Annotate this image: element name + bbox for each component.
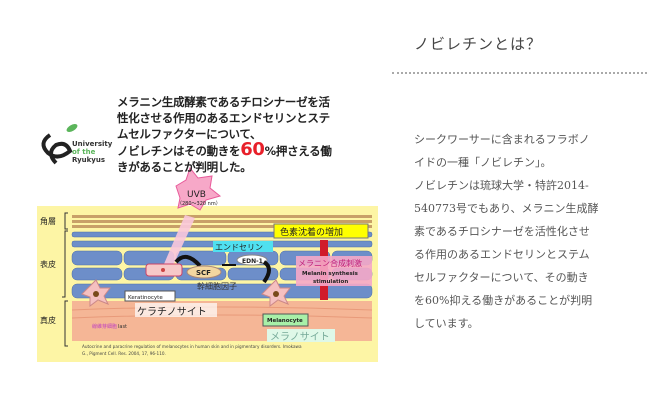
pigment-box bbox=[273, 223, 369, 239]
headline-line: ムセルファクターについて、 bbox=[117, 127, 262, 141]
svg-text:幹細胞因子: 幹細胞因子 bbox=[197, 281, 237, 291]
paragraph-line: を60%抑える働きがあることが判明 bbox=[414, 294, 593, 307]
headline-line: ノビレチンはその動きを60%押さえる働 bbox=[117, 139, 379, 160]
uvb-ray bbox=[164, 215, 195, 268]
logo-text: University of the Ryukyus bbox=[72, 140, 112, 164]
paragraph-line: しています。 bbox=[414, 317, 479, 330]
uvb-burst bbox=[175, 166, 222, 211]
layer-label-stratum: 角層 bbox=[40, 216, 56, 226]
section-title: ノビレチンとは？ bbox=[414, 35, 543, 53]
logo-line: Ryukyus bbox=[72, 156, 105, 164]
svg-text:ケラチノサイト: ケラチノサイト bbox=[137, 306, 207, 318]
svg-text:色素沈着の増加: 色素沈着の増加 bbox=[280, 226, 343, 238]
svg-text:Melanocyte: Melanocyte bbox=[267, 318, 303, 324]
paragraph-line: シークワーサーに含まれるフラボノ bbox=[414, 133, 590, 146]
paragraph-line: セルファクターについて、その動き bbox=[414, 271, 589, 284]
svg-text:stimulation: stimulation bbox=[313, 279, 348, 285]
headline-text: %押さえる働 bbox=[264, 144, 332, 158]
headline-line: きがあることが判明した。 bbox=[117, 160, 252, 174]
svg-text:線維芽細胞: 線維芽細胞 bbox=[92, 323, 117, 330]
svg-text:EDN-1: EDN-1 bbox=[242, 258, 263, 265]
svg-text:Autocrine and paracrine regula: Autocrine and paracrine regulation of me… bbox=[82, 344, 302, 349]
headline-line: 性化させる作用のあるエンドセリンとステ bbox=[117, 111, 330, 125]
scf-badge bbox=[186, 265, 222, 279]
uvb-range: （280～320 nm） bbox=[177, 201, 221, 207]
logo-line: of the bbox=[72, 148, 96, 156]
svg-text:Keratinocyte: Keratinocyte bbox=[128, 295, 163, 301]
svg-text:SCF: SCF bbox=[196, 269, 211, 277]
layer-label-epidermis: 表皮 bbox=[40, 259, 56, 269]
university-logo bbox=[41, 124, 78, 165]
endothelin-box bbox=[213, 241, 273, 252]
layer-label-dermis: 真皮 bbox=[40, 315, 56, 325]
svg-text:エンドセリン: エンドセリン bbox=[215, 243, 263, 252]
logo-line: University bbox=[72, 140, 113, 148]
paragraph-line: 素であるチロシナーゼを活性化させ bbox=[414, 225, 590, 238]
svg-text:G., Pigment Cell. Res. 2004, 1: G., Pigment Cell. Res. 2004, 17, 96-110. bbox=[82, 351, 166, 356]
paragraph-line: ノビレチンは琉球大学・特許2014- bbox=[414, 179, 589, 192]
epidermis-cells bbox=[71, 231, 373, 299]
svg-text:Melanin synthesis: Melanin synthesis bbox=[302, 271, 359, 277]
svg-text:last: last bbox=[118, 324, 127, 330]
headline-text: ノビレチンはその動きを bbox=[117, 144, 241, 158]
paragraph-line: イドの一種「ノビレチン」。 bbox=[414, 156, 552, 169]
paragraph-line: る作用のあるエンドセリンとステム bbox=[414, 248, 590, 261]
figure-headline: メラニン生成酵素であるチロシナーゼを活 性化させる作用のあるエンドセリンとステ … bbox=[117, 94, 379, 175]
skin-diagram: 角層 表皮 真皮 UVB （280～320 nm） SCF 幹細胞因子 エンドセ… bbox=[37, 124, 378, 362]
stratum-corneum bbox=[72, 215, 372, 228]
headline-percent: 60 bbox=[240, 139, 265, 160]
svg-text:メラニン合成刺激: メラニン合成刺激 bbox=[298, 258, 362, 268]
uvb-label: UVB bbox=[187, 190, 206, 200]
headline-line: メラニン生成酵素であるチロシナーゼを活 bbox=[117, 95, 330, 109]
melanin-box bbox=[296, 256, 372, 286]
dotted-divider bbox=[392, 72, 647, 74]
paragraph-line: 540773号でもあり、メラニン生成酵 bbox=[414, 202, 599, 215]
section-paragraph: シークワーサーに含まれるフラボノ イドの一種「ノビレチン」。 ノビレチンは琉球大… bbox=[414, 128, 644, 335]
svg-text:メラノサイト: メラノサイト bbox=[270, 331, 330, 343]
